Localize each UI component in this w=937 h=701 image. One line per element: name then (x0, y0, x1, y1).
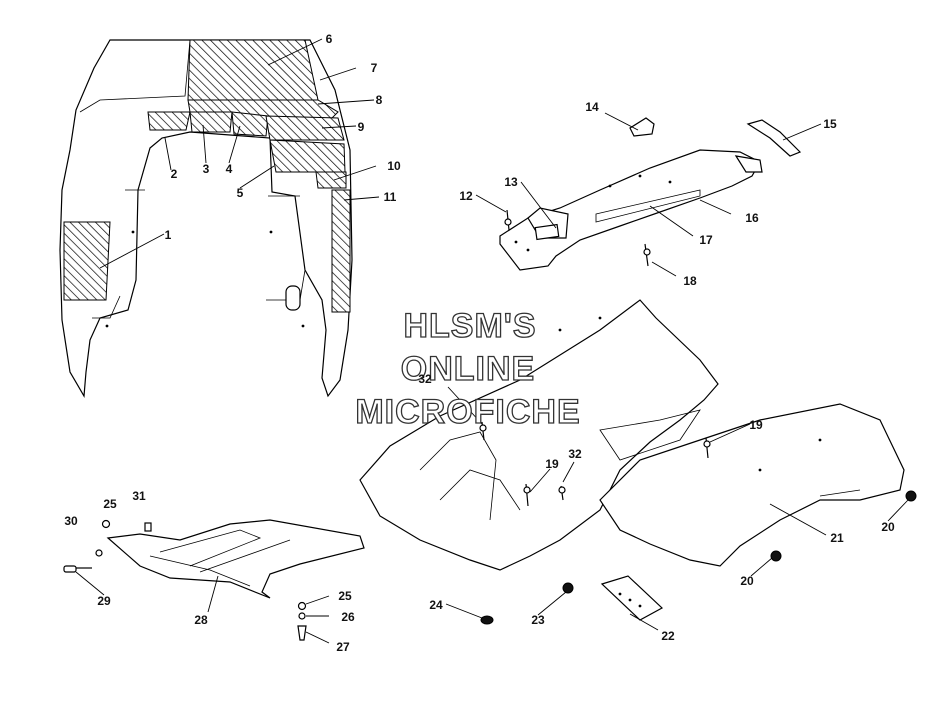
plate-22 (600, 575, 664, 621)
callout-23: 23 (531, 613, 545, 627)
insulation-5 (269, 139, 346, 173)
callout-25a: 25 (103, 497, 117, 511)
belly-pan-assembly (359, 299, 917, 631)
insulation-4 (231, 111, 269, 137)
callout-2: 2 (171, 167, 178, 181)
callout-14: 14 (585, 100, 599, 114)
callout-1: 1 (165, 228, 172, 242)
watermark-line1: HLSM'S (403, 307, 536, 345)
callout-9: 9 (358, 120, 365, 134)
callout-10: 10 (387, 159, 401, 173)
callout-16: 16 (745, 211, 759, 225)
insulation-9 (265, 115, 345, 141)
callout-27: 27 (336, 640, 350, 654)
callout-17: 17 (699, 233, 713, 247)
callout-13: 13 (504, 175, 518, 189)
callout-6: 6 (326, 32, 333, 46)
hood-assembly (59, 38, 380, 398)
callout-4: 4 (226, 162, 233, 176)
console-assembly (475, 112, 822, 277)
callout-19b: 19 (545, 457, 559, 471)
callout-20a: 20 (881, 520, 895, 534)
callout-20b: 20 (740, 574, 754, 588)
callout-32b: 32 (568, 447, 582, 461)
callout-5: 5 (237, 186, 244, 200)
callout-3: 3 (203, 162, 210, 176)
callout-28: 28 (194, 613, 208, 627)
callout-15: 15 (823, 117, 837, 131)
callout-30: 30 (64, 514, 78, 528)
callout-19a: 19 (749, 418, 763, 432)
insulation-2 (147, 111, 191, 131)
hood-top-insulation (187, 39, 319, 101)
callout-22: 22 (661, 629, 675, 643)
callout-11: 11 (384, 190, 397, 204)
callout-32a: 32 (418, 372, 432, 386)
callout-labels: 1 2 3 4 5 6 7 8 9 10 11 12 13 14 15 16 1… (64, 32, 895, 654)
callout-7: 7 (371, 61, 378, 75)
callout-26: 26 (341, 610, 355, 624)
skid-plate-assembly (63, 519, 365, 644)
watermark-line2: ONLINE (401, 350, 535, 388)
side-insulation-1 (63, 221, 111, 301)
callout-29: 29 (97, 594, 111, 608)
callout-12: 12 (459, 189, 473, 203)
callout-31: 31 (132, 489, 146, 503)
insulation-10 (315, 171, 347, 189)
callout-24: 24 (429, 598, 443, 612)
callout-18: 18 (683, 274, 697, 288)
callout-21: 21 (830, 531, 844, 545)
side-insulation-11 (331, 189, 351, 313)
callout-8: 8 (376, 93, 383, 107)
callout-25b: 25 (338, 589, 352, 603)
hood-strip-8 (187, 99, 339, 121)
watermark-line3: MICROFICHE (355, 393, 580, 431)
insulation-3 (189, 111, 233, 133)
